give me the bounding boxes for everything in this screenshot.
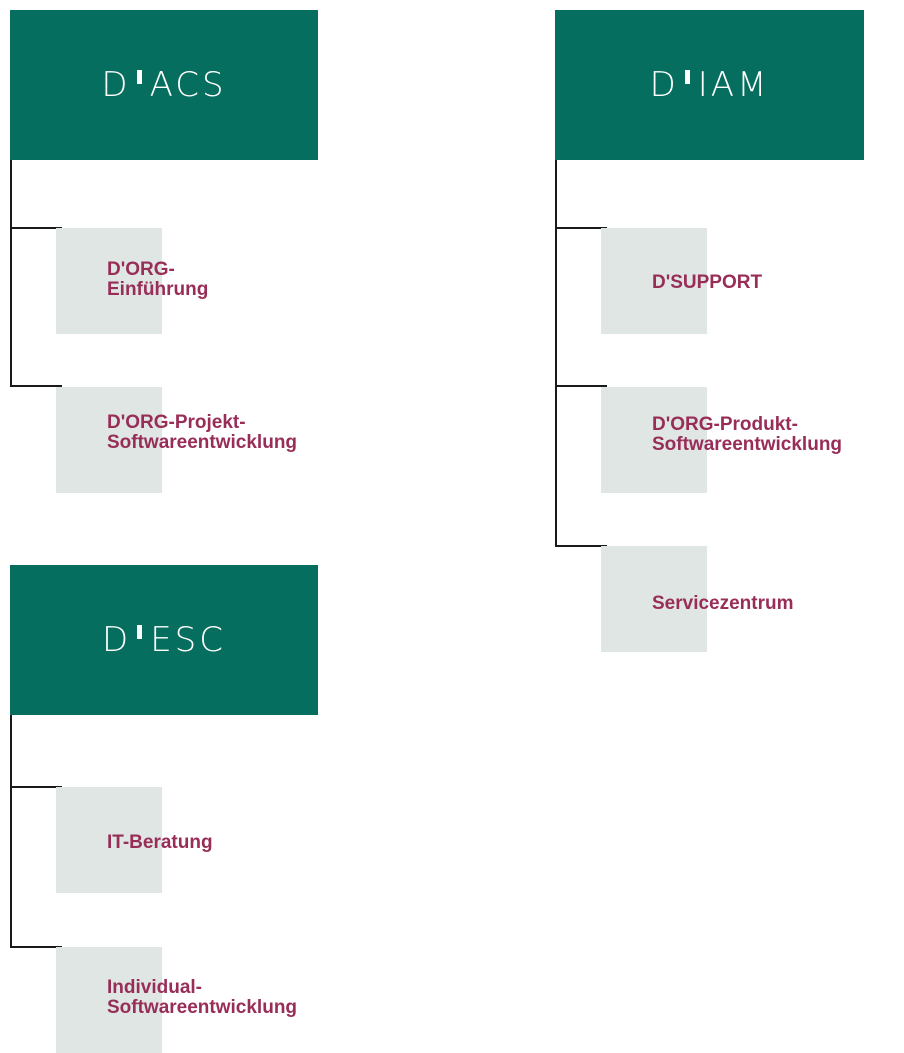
- org-header-esc: D ESC: [10, 565, 318, 715]
- header-title: IAM: [697, 65, 770, 105]
- connector-branch: [555, 227, 607, 229]
- org-unit-label: D'SUPPORT: [652, 272, 763, 293]
- org-unit-label: D'ORG-Produkt- Softwareentwicklung: [652, 414, 843, 455]
- connector-branch: [555, 545, 607, 547]
- org-unit-label: Servicezentrum: [652, 593, 794, 614]
- org-unit-box: [601, 387, 707, 493]
- header-prefix: D: [101, 65, 131, 105]
- header-title: ESC: [150, 620, 226, 660]
- connector-vertical: [555, 160, 557, 546]
- connector-branch: [10, 946, 62, 948]
- org-unit-box: [601, 546, 707, 652]
- org-unit-box: [56, 947, 162, 1053]
- apostrophe-mark-icon: [137, 625, 143, 639]
- connector-vertical: [10, 715, 12, 948]
- header-title: ACS: [149, 65, 227, 105]
- apostrophe-mark-icon: [136, 70, 142, 84]
- connector-branch: [555, 385, 607, 387]
- apostrophe-mark-icon: [684, 70, 690, 84]
- connector-branch: [10, 786, 62, 788]
- org-unit-label: D'ORG- Einführung: [107, 259, 209, 300]
- connector-vertical: [10, 160, 12, 386]
- org-unit-label: IT-Beratung: [107, 832, 213, 853]
- org-unit-box: [56, 387, 162, 493]
- org-header-iam: D IAM: [555, 10, 864, 160]
- org-unit-box: [56, 228, 162, 334]
- org-unit-label: D'ORG-Projekt- Softwareentwicklung: [107, 412, 298, 453]
- connector-branch: [10, 227, 62, 229]
- org-header-acs: D ACS: [10, 10, 318, 160]
- header-prefix: D: [649, 65, 679, 105]
- org-unit-box: [56, 787, 162, 893]
- org-unit-label: Individual- Softwareentwicklung: [107, 977, 298, 1018]
- header-prefix: D: [102, 620, 132, 660]
- org-unit-box: [601, 228, 707, 334]
- connector-branch: [10, 385, 62, 387]
